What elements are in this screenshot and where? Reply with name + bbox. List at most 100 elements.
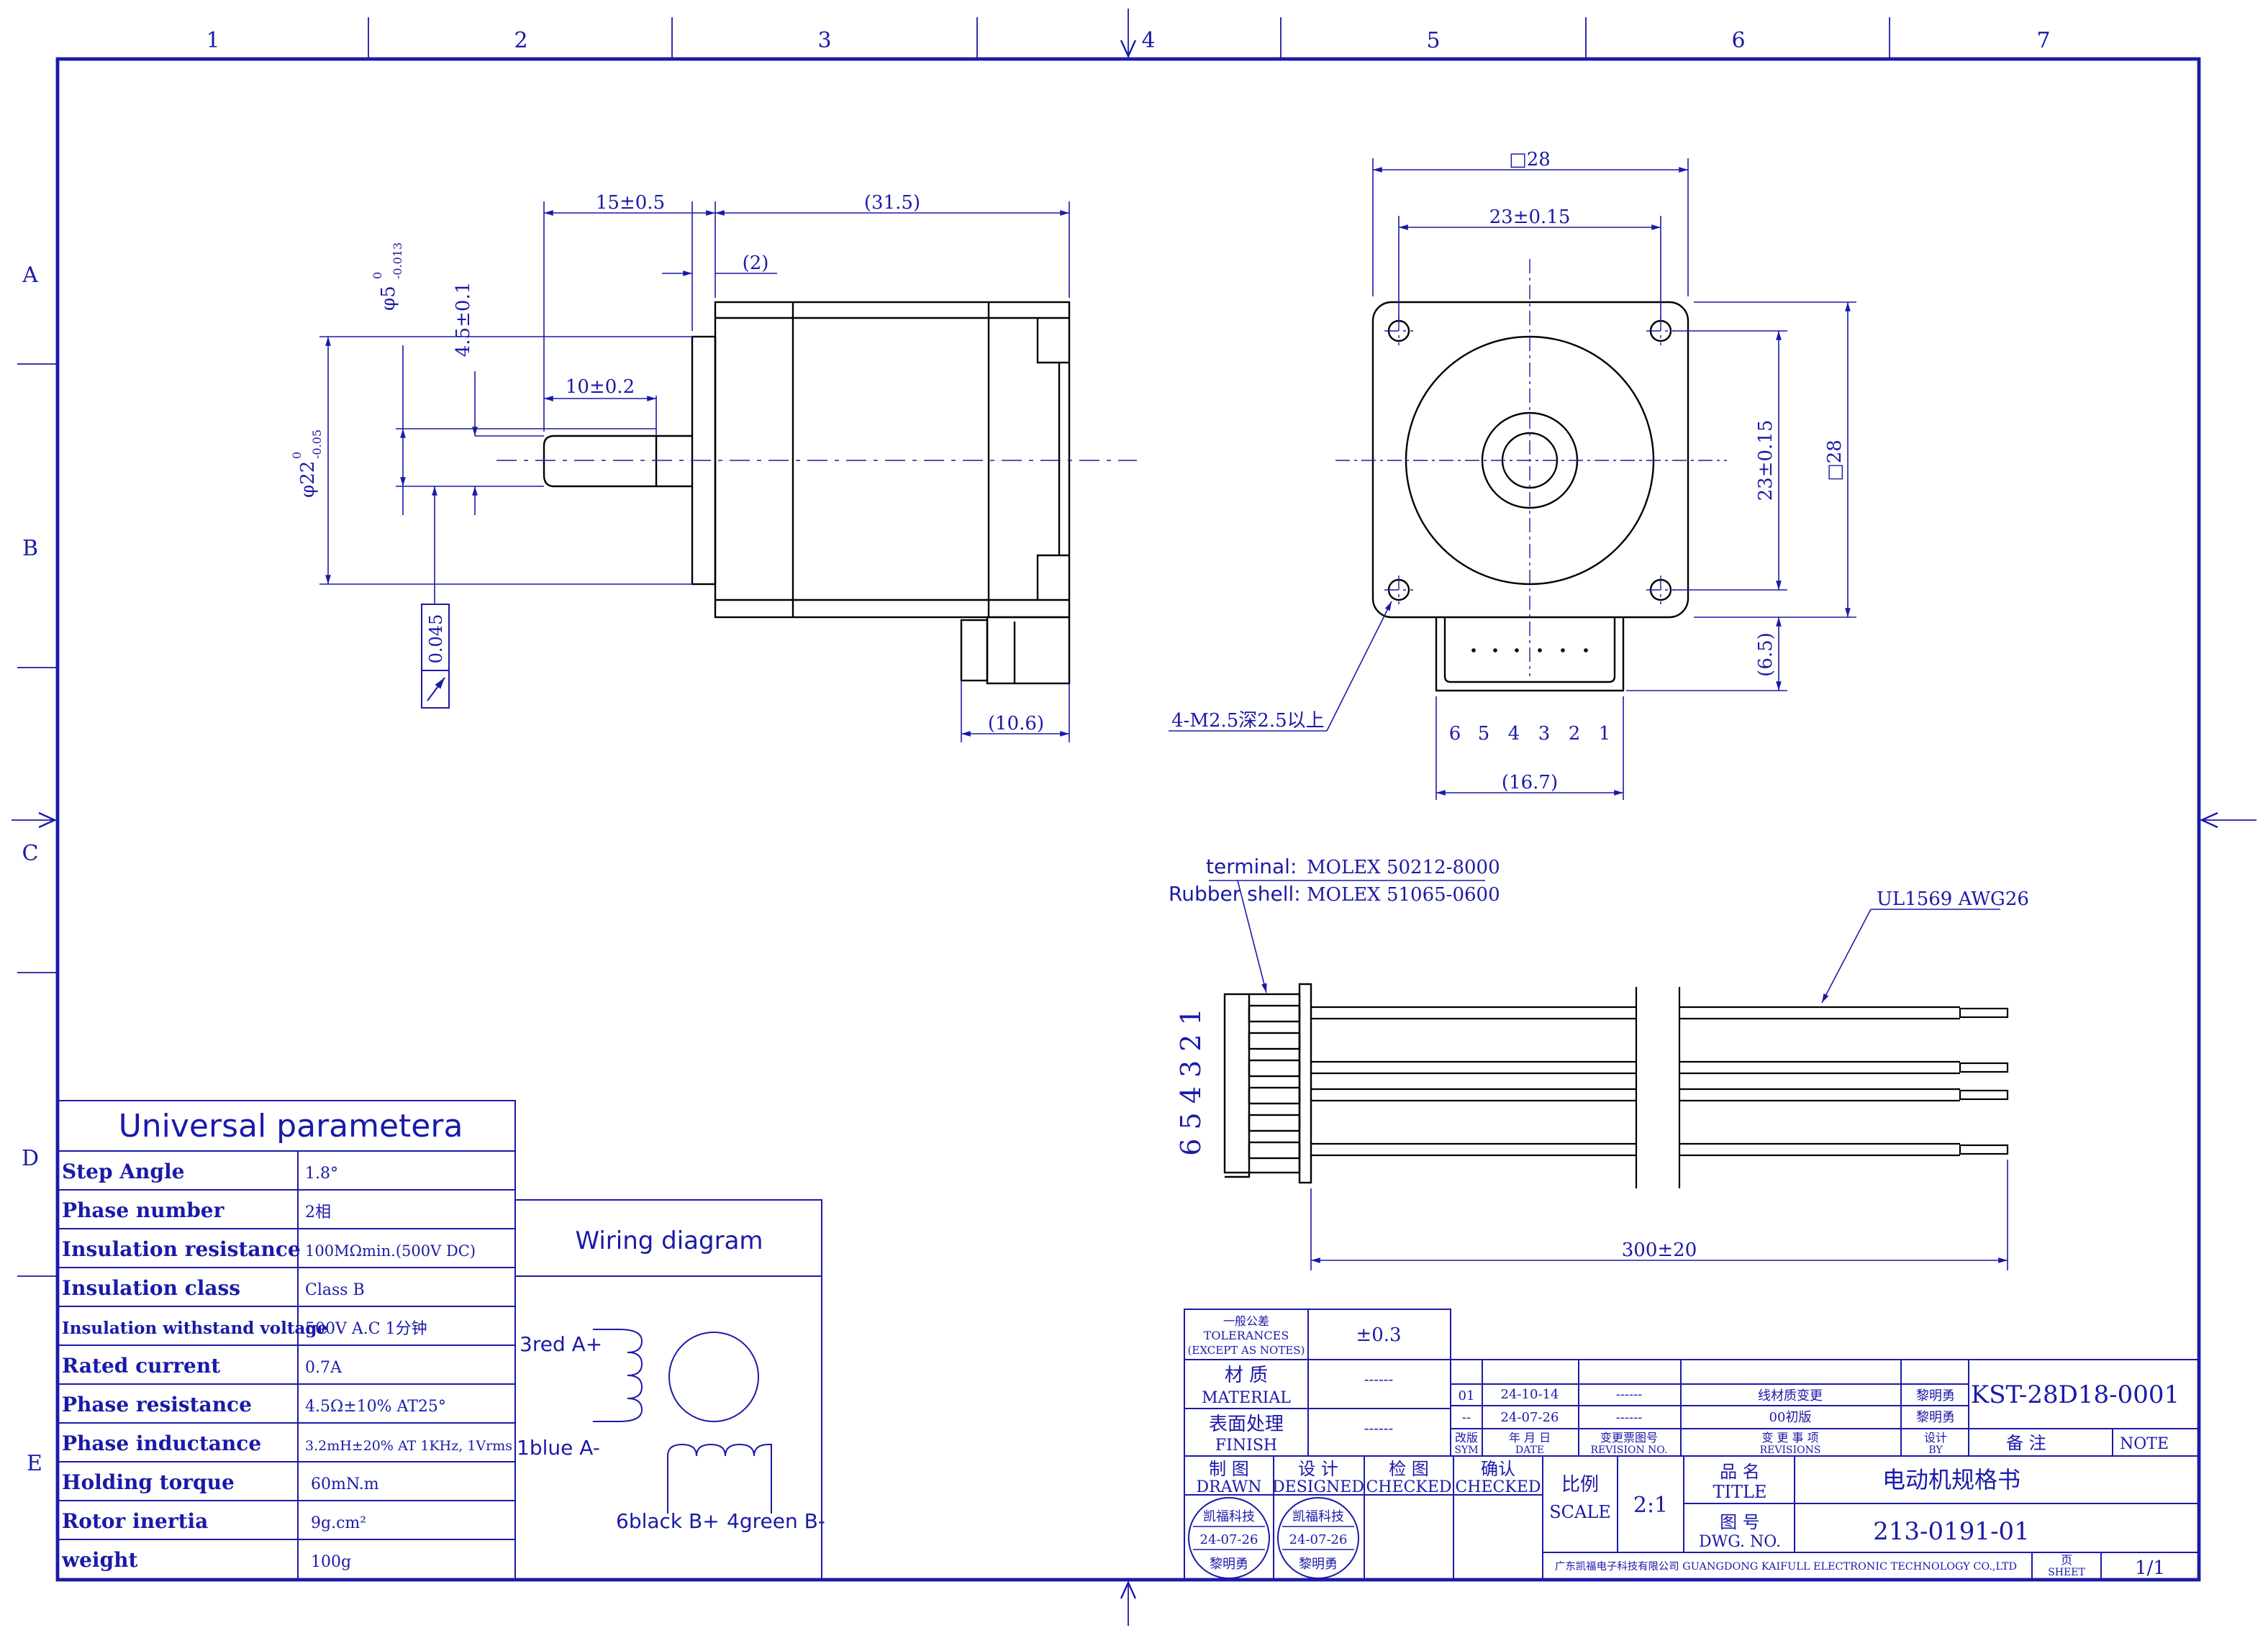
- svg-text:DATE: DATE: [1515, 1444, 1544, 1456]
- svg-text:φ22: φ22: [297, 461, 319, 498]
- finish-value: ------: [1364, 1419, 1394, 1437]
- side-view: 15±0.5 (31.5) (2) 10±0.2 φ5 0 -0.013 4.5…: [290, 192, 1137, 742]
- svg-text:设 计: 设 计: [1298, 1459, 1338, 1479]
- dwg-cn: 图 号: [1720, 1512, 1760, 1532]
- svg-text:REVISIONS: REVISIONS: [1760, 1444, 1821, 1456]
- cable-length: 300±20: [1622, 1239, 1697, 1261]
- title-cn: 品 名: [1720, 1462, 1760, 1482]
- drawing-title: 电动机规格书: [1882, 1466, 2020, 1493]
- wire-black-label: 6black B+: [616, 1509, 720, 1533]
- wire-spec: UL1569 AWG26: [1877, 888, 2029, 910]
- svg-text:REVISION NO.: REVISION NO.: [1590, 1444, 1667, 1456]
- dim-body-length: (31.5): [864, 192, 920, 214]
- sheet-en: SHEET: [2048, 1567, 2085, 1578]
- dim-square-width: □28: [1509, 149, 1551, 170]
- param-value: 100MΩmin.(500V DC): [305, 1242, 476, 1260]
- param-label: Rated current: [62, 1354, 220, 1378]
- runout-frame: 0.045: [421, 604, 450, 709]
- runout-value: 0.045: [426, 614, 446, 664]
- coil-a-icon: [593, 1329, 643, 1422]
- mounting-hole-note: 4-M2.5深2.5以上: [1171, 710, 1325, 732]
- runout-arrow-icon: [427, 677, 445, 701]
- finish-cn: 表面处理: [1209, 1414, 1284, 1435]
- param-value: 9g.cm²: [311, 1514, 366, 1532]
- dim-pilot-depth: (2): [743, 252, 769, 274]
- part-number: KST-28D18-0001: [1971, 1380, 2179, 1409]
- svg-text:制 图: 制 图: [1209, 1459, 1249, 1479]
- zone-row-label: B: [22, 536, 38, 561]
- svg-text:黎明勇: 黎明勇: [1210, 1557, 1248, 1572]
- dim-shaft-diameter: φ5 0 -0.013: [371, 242, 404, 311]
- rev-by: 黎明勇: [1916, 1388, 1955, 1403]
- wire-blue-label: 1blue A-: [517, 1436, 600, 1460]
- zone-col-label: 3: [817, 28, 831, 53]
- param-value: 3.2mH±20% AT 1KHz, 1Vrms: [305, 1438, 512, 1454]
- rev-date: 24-10-14: [1501, 1387, 1559, 1402]
- finish-en: FINISH: [1215, 1437, 1277, 1455]
- rev-sym: 01: [1459, 1388, 1475, 1403]
- svg-text:5: 5: [1478, 723, 1490, 745]
- company-name: 广东凯福电子科技有限公司 GUANGDONG KAIFULL ELECTRONI…: [1555, 1560, 2017, 1573]
- terminal-label: terminal:: [1206, 855, 1297, 878]
- svg-text:变更票图号: 变更票图号: [1600, 1431, 1658, 1444]
- svg-text:-0.013: -0.013: [391, 242, 404, 279]
- svg-text:黎明勇: 黎明勇: [1299, 1557, 1338, 1572]
- revision-table: 01 24-10-14 ------ 线材质变更 黎明勇 -- 24-07-26…: [1454, 1387, 1955, 1456]
- param-value: 2相: [305, 1204, 331, 1221]
- param-label: Insulation resistance: [62, 1237, 301, 1261]
- param-label: Insulation class: [62, 1276, 240, 1300]
- parameter-labels: Step Angle Phase number Insulation resis…: [61, 1160, 327, 1572]
- material-value: ------: [1364, 1370, 1394, 1388]
- wire-green-label: 4green B-: [727, 1509, 825, 1533]
- zone-row-label: A: [22, 263, 38, 288]
- zone-row-label: D: [22, 1146, 39, 1171]
- svg-text:凯福科技: 凯福科技: [1203, 1509, 1255, 1524]
- tolerance-cn: 一般公差: [1223, 1314, 1269, 1328]
- zone-ticks-top: [12, 9, 2256, 1626]
- approval-stamp-drawn: 凯福科技 24-07-26 黎明勇: [1188, 1497, 1270, 1579]
- param-label: Rotor inertia: [62, 1509, 208, 1533]
- dim-connector-length: (10.6): [988, 713, 1044, 734]
- side-view-outline: [543, 301, 1071, 685]
- rubber-shell-label: Rubber shell:: [1169, 882, 1301, 906]
- svg-text:变 更 事 项: 变 更 事 项: [1761, 1431, 1818, 1444]
- rev-date: 24-07-26: [1501, 1410, 1559, 1425]
- svg-text:DRAWN: DRAWN: [1196, 1478, 1261, 1496]
- param-value: 100g: [311, 1553, 351, 1571]
- rubber-shell-part-number: MOLEX 51065-0600: [1307, 884, 1500, 906]
- dim-hole-spacing-h: 23±0.15: [1489, 206, 1571, 228]
- dim-hole-spacing-v: 23±0.15: [1755, 420, 1777, 501]
- svg-text:1: 1: [1599, 723, 1611, 745]
- note-en: NOTE: [2120, 1435, 2169, 1453]
- wire-red-label: 3red A+: [520, 1332, 602, 1356]
- param-value: Class B: [305, 1281, 365, 1299]
- zone-col-label: 2: [514, 28, 527, 53]
- zone-col-label: 4: [1141, 28, 1155, 53]
- parameters-title: Universal parametera: [119, 1108, 463, 1145]
- svg-text:CHECKED: CHECKED: [1455, 1478, 1541, 1496]
- param-value: 1.8°: [305, 1165, 338, 1183]
- dim-shaft-length: 15±0.5: [596, 192, 665, 214]
- wiring-title: Wiring diagram: [575, 1227, 763, 1255]
- svg-text:设计: 设计: [1924, 1431, 1947, 1444]
- zone-col-label: 5: [1426, 28, 1440, 53]
- param-label: Holding torque: [62, 1470, 235, 1494]
- svg-text:24-07-26: 24-07-26: [1289, 1532, 1348, 1547]
- parameter-values: 1.8° 2相 100MΩmin.(500V DC) Class B 500V …: [305, 1165, 512, 1571]
- cable-pin-numbers: 6 5 4 3 2 1: [1175, 1008, 1207, 1155]
- svg-text:-0.05: -0.05: [310, 429, 324, 459]
- title-block: 一般公差 TOLERANCES (EXCEPT AS NOTES) ±0.3 材…: [1184, 1309, 2200, 1580]
- approval-stamp-designed: 凯福科技 24-07-26 黎明勇: [1277, 1497, 1359, 1579]
- title-en: TITLE: [1713, 1482, 1767, 1502]
- param-value: 60mN.m: [311, 1475, 379, 1493]
- zone-col-label: 7: [2036, 28, 2050, 53]
- svg-text:确认: 确认: [1481, 1459, 1515, 1479]
- param-value: 0.7A: [305, 1359, 343, 1377]
- dim-connector-height: (6.5): [1755, 632, 1777, 677]
- note-cn: 备 注: [2006, 1433, 2046, 1453]
- terminal-part-number: MOLEX 50212-8000: [1307, 857, 1500, 878]
- param-value: 4.5Ω±10% AT25°: [305, 1398, 446, 1416]
- svg-text:0: 0: [290, 452, 304, 459]
- svg-text:改版: 改版: [1455, 1431, 1478, 1444]
